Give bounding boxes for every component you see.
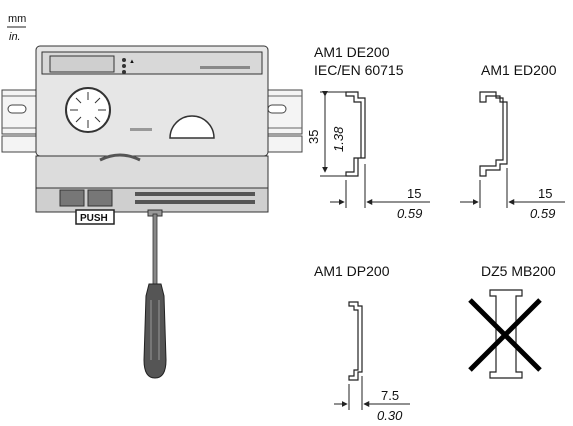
unit-mm: mm — [8, 13, 26, 25]
rail-am1-de200: AM1 DE200 IEC/EN 60715 35 1.38 15 0.59 — [306, 44, 430, 221]
screwdriver-icon — [143, 213, 167, 379]
svg-text:▲: ▲ — [129, 59, 135, 65]
unit-in: in. — [9, 31, 21, 43]
rail-width-mm: 15 — [407, 186, 421, 201]
rail-width-in: 0.59 — [530, 206, 555, 221]
rail-width-mm: 7.5 — [381, 388, 399, 403]
display-window — [49, 55, 115, 73]
rail-name: DZ5 MB200 — [481, 263, 556, 279]
rail-width-in: 0.59 — [397, 206, 422, 221]
rail-am1-dp200: AM1 DP200 7.5 0.30 — [314, 263, 410, 423]
rail-width-mm: 15 — [538, 186, 552, 201]
controller-device: ▲ PUSH — [35, 45, 269, 225]
rail-width-in: 0.30 — [377, 408, 403, 423]
rail-name: AM1 DE200 — [314, 44, 390, 60]
rail-height-in: 1.38 — [331, 126, 346, 152]
rail-standard: IEC/EN 60715 — [314, 62, 404, 78]
rail-dz5-mb200: DZ5 MB200 — [468, 263, 556, 379]
port-block — [59, 189, 113, 207]
rail-am1-ed200: AM1 ED200 15 0.59 — [460, 62, 565, 221]
rail-name: AM1 ED200 — [481, 62, 557, 78]
rail-name: AM1 DP200 — [314, 263, 390, 279]
push-button[interactable] — [75, 209, 115, 225]
cover-dome — [169, 115, 215, 139]
push-label: PUSH — [80, 213, 108, 224]
terminal-strip — [135, 192, 255, 204]
units-legend: mm in. — [7, 13, 26, 43]
rail-height-mm: 35 — [306, 130, 321, 144]
not-allowed-cross-icon — [468, 298, 542, 372]
